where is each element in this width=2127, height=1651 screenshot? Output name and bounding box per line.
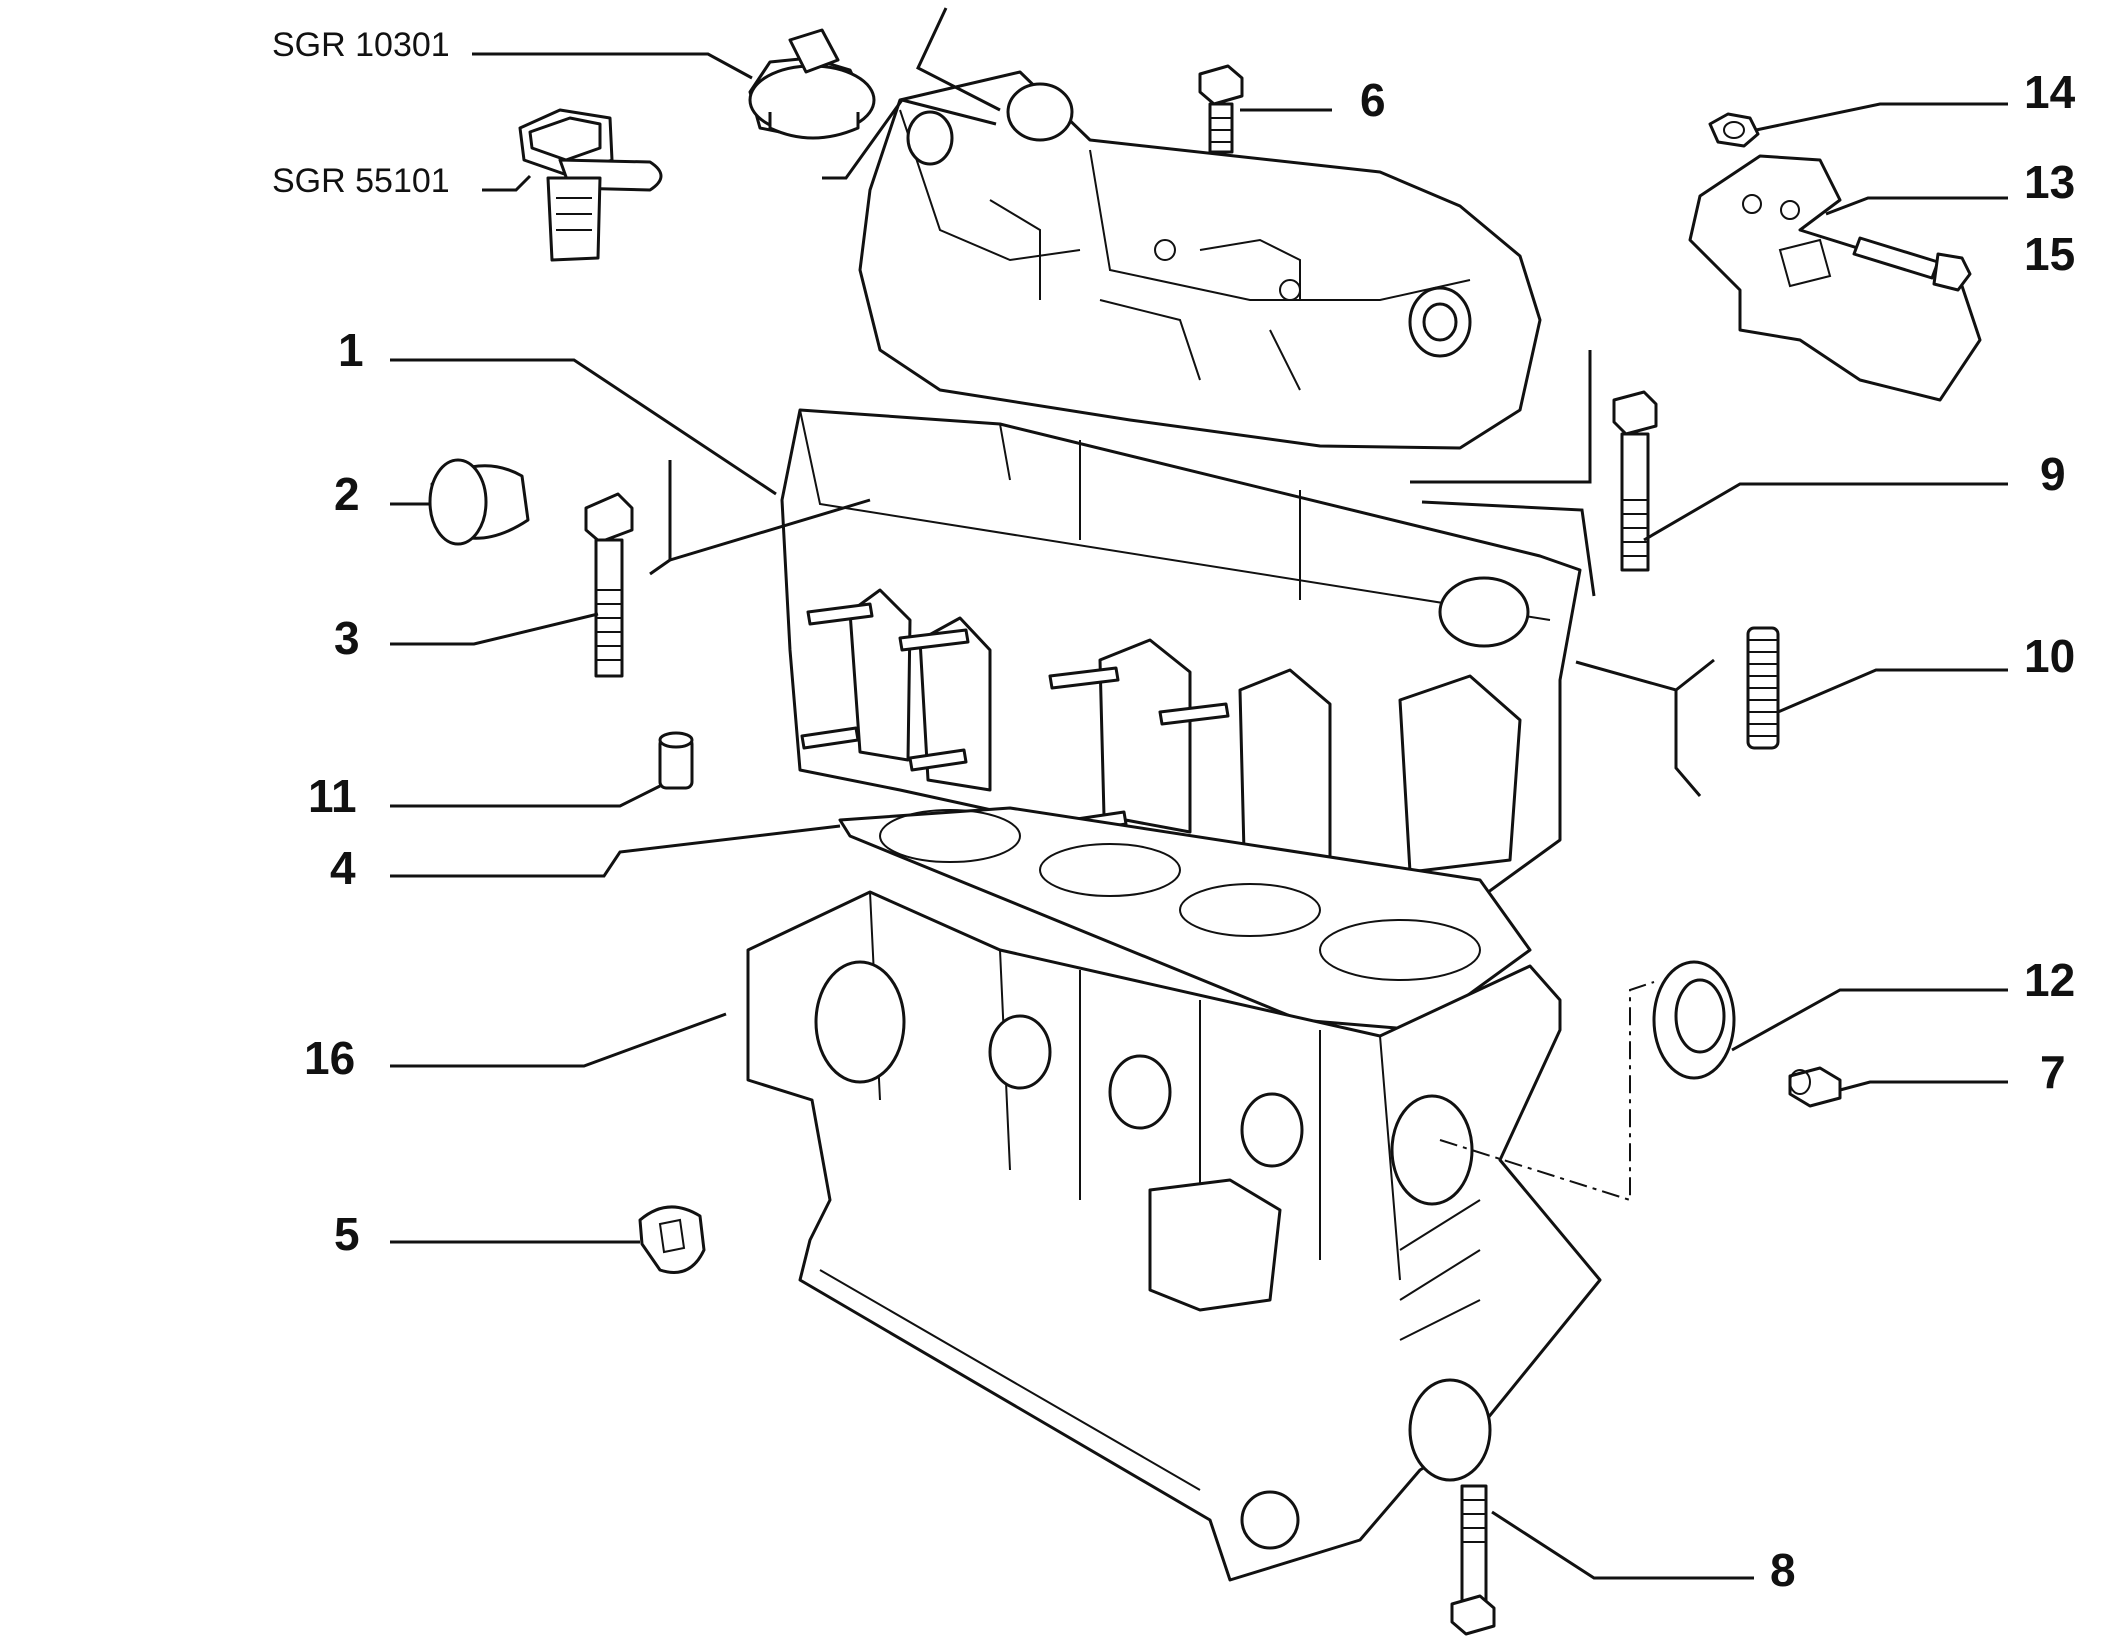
head-bolt-3 [584,492,634,678]
label-16: 16 [304,1032,355,1084]
label-1: 1 [338,324,364,376]
label-5: 5 [334,1208,360,1260]
label-7: 7 [2040,1046,2066,1098]
valve-cover [858,70,1542,450]
bracket [1688,154,1982,402]
label-13: 13 [2024,156,2075,208]
oil-seal-12 [1652,960,1736,1080]
label-14: 14 [2024,66,2076,118]
label-4: 4 [330,842,356,894]
bolt-6 [1198,64,1244,154]
label-sgr-55101: SGR 55101 [272,162,450,200]
dowel [658,731,694,790]
label-6: 6 [1360,74,1386,126]
label-12: 12 [2024,954,2075,1006]
bolt-8 [1450,1484,1496,1636]
head-gasket [838,806,1532,1032]
label-9: 9 [2040,448,2066,500]
label-2: 2 [334,468,360,520]
plug-7 [1788,1066,1842,1108]
label-3: 3 [334,612,360,664]
callout-labels: SGR 10301 SGR 55101 1 2 3 11 4 16 5 6 14… [272,26,2076,1596]
label-10: 10 [2024,630,2075,682]
label-15: 15 [2024,228,2075,280]
bolt-9 [1612,390,1658,572]
cam-sensor [518,108,663,262]
tappet [428,458,530,546]
stud-10 [1746,626,1780,750]
leader-lines [390,7,2008,1580]
cylinder-head [780,408,1582,900]
oil-filler-cap [748,28,876,140]
label-sgr-10301: SGR 10301 [272,26,450,64]
nut-14 [1708,112,1760,148]
bolt-15 [1852,236,1972,292]
label-11: 11 [308,770,357,822]
cylinder-block [746,890,1602,1582]
plug-5 [638,1205,706,1274]
label-8: 8 [1770,1544,1796,1596]
